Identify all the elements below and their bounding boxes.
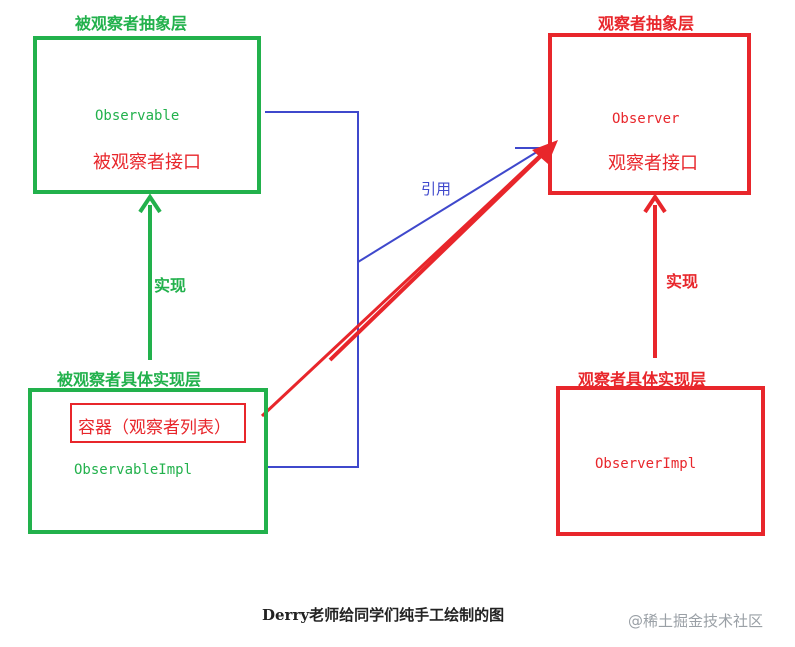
observer-impl-class-name: ObserverImpl: [595, 456, 697, 472]
observable-impl-layer-title: 被观察者具体实现层: [57, 370, 202, 389]
observable-impl-class-name: ObservableImpl: [74, 462, 193, 478]
observer-impl-box: ObserverImpl: [556, 386, 765, 536]
watermark: @稀土掘金技术社区: [628, 612, 764, 630]
container-arrow-thick: [328, 150, 547, 362]
observable-impl-box: 容器（观察者列表） ObservableImpl: [28, 388, 268, 534]
left-implements-label: 实现: [154, 276, 187, 295]
observer-box: Observer 观察者接口: [548, 33, 751, 195]
observable-class-name: Observable: [95, 108, 180, 124]
reference-line-diagonal: [357, 149, 541, 263]
observer-impl-layer-title: 观察者具体实现层: [578, 370, 707, 389]
observable-description: 被观察者接口: [93, 152, 201, 173]
left-implements-arrow-head: [138, 193, 162, 214]
right-implements-arrow-head: [643, 193, 667, 214]
reference-line-lower: [265, 262, 359, 468]
diagram-caption: Derry老师给同学们纯手工绘制的图: [262, 606, 505, 624]
observable-box: Observable 被观察者接口: [33, 36, 261, 194]
reference-label: 引用: [421, 180, 452, 198]
observable-layer-title: 被观察者抽象层: [75, 14, 188, 33]
reference-line-upper: [265, 111, 359, 262]
observer-layer-title: 观察者抽象层: [598, 14, 695, 33]
right-implements-label: 实现: [666, 272, 699, 291]
container-label: 容器（观察者列表）: [78, 418, 231, 438]
observer-description: 观察者接口: [608, 153, 698, 174]
observer-class-name: Observer: [612, 111, 680, 127]
container-box: 容器（观察者列表）: [70, 403, 246, 443]
